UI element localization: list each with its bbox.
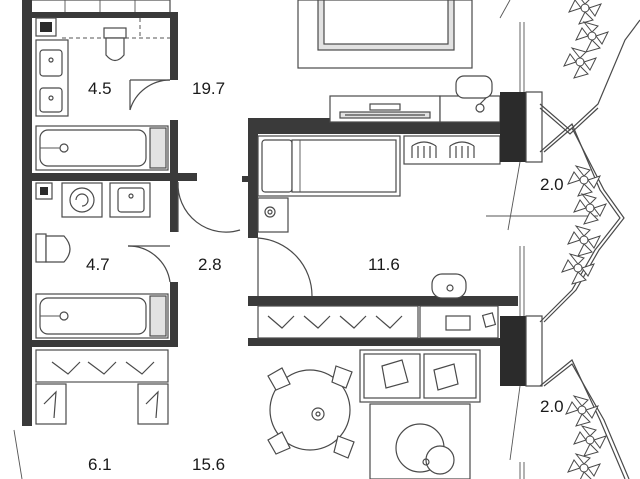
- mid-wardrobe: [257, 305, 499, 339]
- wall-bath2-bottom: [22, 340, 178, 347]
- bedroom-bottom-wall-2: [248, 338, 518, 346]
- room-area-living-kitchen: 15.6: [192, 455, 225, 474]
- room-area-bathroom-2: 4.7: [86, 255, 110, 274]
- room-area-bathroom-1: 4.5: [88, 79, 112, 98]
- bedroom-nightstand: [257, 197, 289, 233]
- bedroom-bottom-wall: [248, 296, 518, 306]
- room-area-balcony-2: 2.0: [540, 397, 564, 416]
- pillar-bottom: [500, 316, 530, 386]
- column-mid-left: [242, 176, 252, 182]
- sofa: [359, 349, 481, 479]
- pillar-top: [500, 92, 530, 162]
- room-area-bedroom: 11.6: [368, 255, 400, 274]
- bedroom-left-wall: [248, 118, 258, 238]
- bath-right-wall: [170, 12, 178, 80]
- bedroom-bed: [257, 135, 401, 197]
- balcony-plants: [561, 0, 609, 479]
- tv-console: [329, 75, 501, 123]
- dining-set: [267, 365, 355, 459]
- wall-top: [22, 12, 177, 18]
- bathroom-1-fixtures: [35, 18, 170, 171]
- bath-right-wall-3: [170, 282, 178, 342]
- balcony-railing: [539, 19, 640, 479]
- bathroom-doors: [127, 79, 241, 283]
- bedroom-shelf: [403, 135, 501, 165]
- room-area-balcony-1: 2.0: [540, 175, 564, 194]
- room-area-hallway-top: 19.7: [192, 79, 225, 98]
- bathroom-2-fixtures: [35, 182, 169, 339]
- top-left-wardrobe: [29, 0, 171, 15]
- wardrobe-fixtures: [13, 349, 169, 479]
- bedroom-desk: [431, 273, 467, 299]
- room-area-corridor: 2.8: [198, 255, 222, 274]
- top-center-bed: [297, 0, 511, 69]
- room-area-wardrobe: 6.1: [88, 455, 112, 474]
- bedroom-door: [257, 237, 313, 297]
- wall-between-baths: [22, 173, 197, 181]
- left-outer-wall: [22, 0, 32, 426]
